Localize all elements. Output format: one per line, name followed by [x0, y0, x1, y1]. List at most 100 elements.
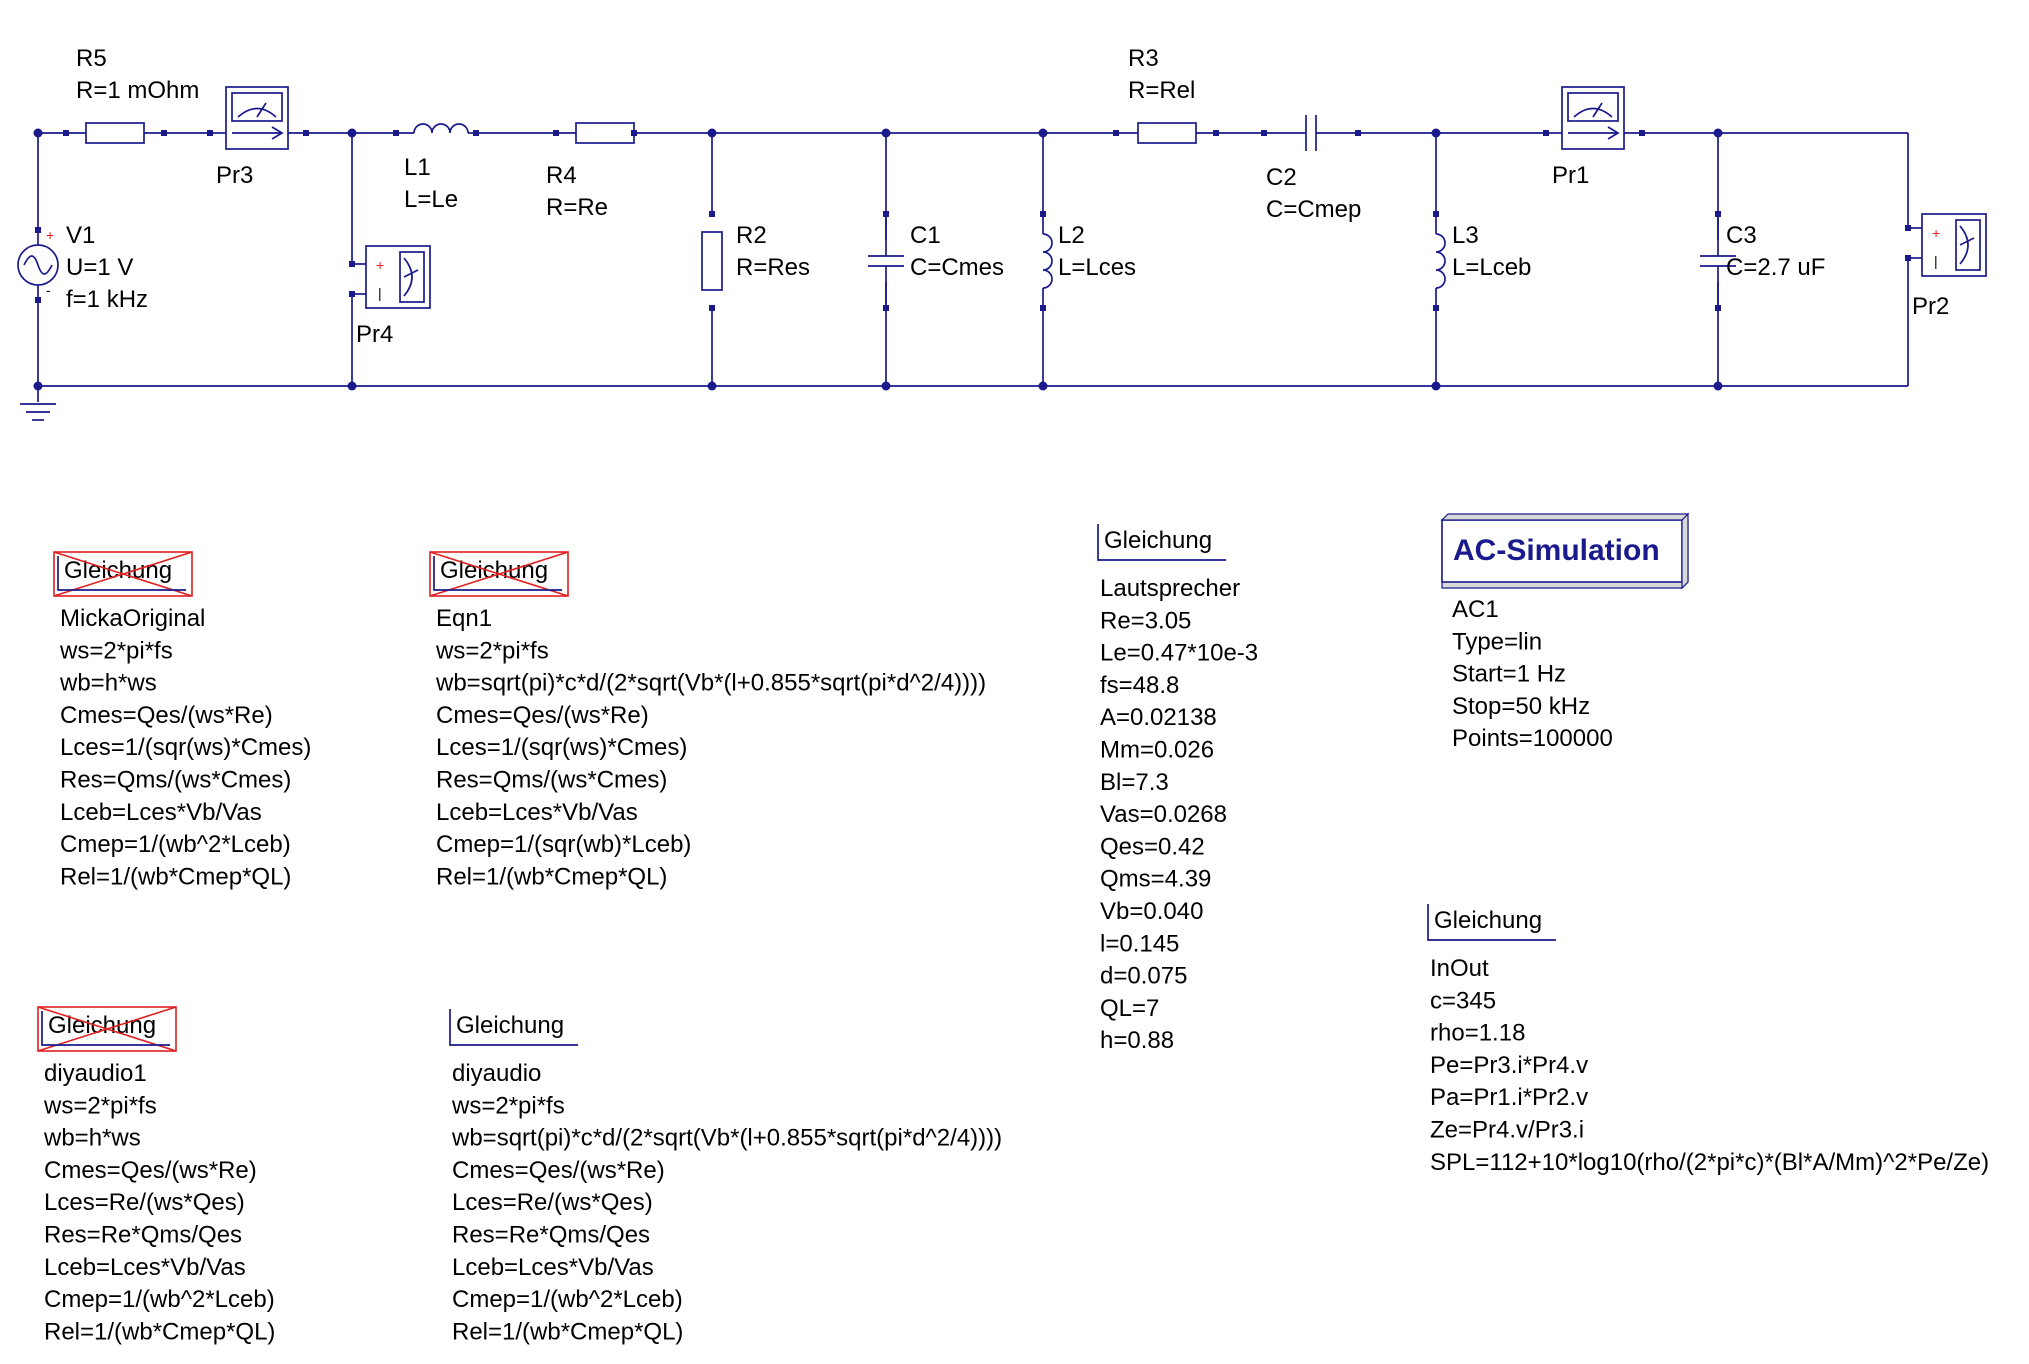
- inductor-l2[interactable]: L2 L=Lces: [1040, 211, 1136, 311]
- capacitor-c1[interactable]: C1 C=Cmes: [868, 211, 1004, 311]
- disabled-cross-box: [53, 551, 193, 597]
- disabled-cross-box: [37, 1006, 177, 1052]
- equation-header-bracket: [57, 556, 186, 591]
- equation-name: Eqn1: [436, 605, 492, 632]
- equation-header: Gleichung: [1434, 907, 1542, 934]
- equation-line: ws=2*pi*fs: [451, 1092, 565, 1119]
- eq-lautsprecher-block[interactable]: GleichungLautsprecherRe=3.05Le=0.47*10e-…: [1097, 524, 1258, 1054]
- inductor-l3[interactable]: L3 L=Lceb: [1433, 211, 1531, 311]
- equation-line: wb=h*ws: [59, 670, 157, 697]
- l2-value: L=Lces: [1058, 254, 1136, 281]
- v1-value: U=1 V: [66, 254, 133, 281]
- equation-line: A=0.02138: [1100, 704, 1217, 731]
- simulation-param: Type=lin: [1452, 628, 1542, 655]
- equation-name: InOut: [1430, 955, 1489, 982]
- r4-name: R4: [546, 162, 577, 189]
- equation-line: Res=Re*Qms/Qes: [44, 1222, 242, 1249]
- c1-value: C=Cmes: [910, 254, 1004, 281]
- equation-line: Cmep=1/(sqr(wb)*Lceb): [436, 831, 691, 858]
- voltage-probe-pr2[interactable]: + | Pr2: [1905, 213, 1987, 320]
- current-probe-pr1[interactable]: Pr1: [1543, 86, 1645, 189]
- equation-line: Re=3.05: [1100, 607, 1191, 634]
- l1-name: L1: [404, 154, 431, 181]
- pr2-plus-sign: +: [1932, 225, 1940, 241]
- equation-line: wb=h*ws: [43, 1125, 141, 1152]
- pr4-minus-sign: |: [378, 285, 382, 301]
- voltage-probe-pr4[interactable]: + | Pr4: [349, 245, 431, 348]
- disabled-cross-line: [53, 551, 193, 597]
- eq-diyaudio-block[interactable]: Gleichungdiyaudiows=2*pi*fswb=sqrt(pi)*c…: [449, 1009, 1002, 1345]
- equation-line: SPL=112+10*log10(rho/(2*pi*c)*(Bl*A/Mm)^…: [1430, 1149, 1989, 1176]
- equation-line: Rel=1/(wb*Cmep*QL): [60, 863, 291, 890]
- current-probe-pr3[interactable]: Pr3: [207, 86, 309, 189]
- v1-frequency: f=1 kHz: [66, 286, 148, 313]
- disabled-cross-line: [37, 1006, 177, 1052]
- resistor-r5[interactable]: R5 R=1 mOhm: [63, 45, 199, 144]
- equation-line: Lceb=Lces*Vb/Vas: [44, 1254, 246, 1281]
- pr4-name: Pr4: [356, 321, 393, 348]
- equations-layer: GleichungMickaOriginalws=2*pi*fswb=h*wsC…: [37, 524, 1989, 1345]
- pr3-name: Pr3: [216, 162, 253, 189]
- equation-line: Bl=7.3: [1100, 769, 1169, 796]
- equation-header-bracket: [1427, 904, 1556, 941]
- l2-name: L2: [1058, 222, 1085, 249]
- equation-header: Gleichung: [1104, 527, 1212, 554]
- equation-line: ws=2*pi*fs: [43, 1092, 157, 1119]
- equation-line: Rel=1/(wb*Cmep*QL): [452, 1318, 683, 1345]
- equation-line: Cmes=Qes/(ws*Re): [60, 702, 273, 729]
- l1-value: L=Le: [404, 186, 458, 213]
- equation-name: diyaudio1: [44, 1060, 147, 1087]
- equation-line: ws=2*pi*fs: [59, 637, 173, 664]
- equation-line: wb=sqrt(pi)*c*d/(2*sqrt(Vb*(l+0.855*sqrt…: [451, 1125, 1002, 1152]
- equation-line: Ze=Pr4.v/Pr3.i: [1430, 1117, 1584, 1144]
- equation-line: Rel=1/(wb*Cmep*QL): [44, 1318, 275, 1345]
- equation-line: Cmep=1/(wb^2*Lceb): [60, 831, 291, 858]
- simulation-param: Stop=50 kHz: [1452, 693, 1590, 720]
- eq-mickaoriginal-block[interactable]: GleichungMickaOriginalws=2*pi*fswb=h*wsC…: [53, 551, 311, 890]
- equation-name: MickaOriginal: [60, 605, 205, 632]
- eq-diyaudio1-block[interactable]: Gleichungdiyaudio1ws=2*pi*fswb=h*wsCmes=…: [37, 1006, 275, 1345]
- equation-header-bracket: [1097, 524, 1226, 561]
- r5-value: R=1 mOhm: [76, 77, 199, 104]
- eq-eqn1-block[interactable]: GleichungEqn1ws=2*pi*fswb=sqrt(pi)*c*d/(…: [429, 551, 986, 890]
- pr2-name: Pr2: [1912, 293, 1949, 320]
- v1-name: V1: [66, 222, 95, 249]
- equation-line: Lces=1/(sqr(ws)*Cmes): [60, 734, 311, 761]
- equation-header-bracket: [449, 1009, 578, 1046]
- eq-inout-block[interactable]: GleichungInOutc=345rho=1.18Pe=Pr3.i*Pr4.…: [1427, 904, 1989, 1176]
- resistor-r4[interactable]: R4 R=Re: [546, 122, 637, 221]
- ac-simulation-title: AC-Simulation: [1453, 534, 1660, 567]
- capacitor-c2[interactable]: C2 C=Cmep: [1261, 115, 1361, 223]
- equation-line: Res=Qms/(ws*Cmes): [436, 767, 667, 794]
- equation-line: ws=2*pi*fs: [435, 637, 549, 664]
- pr2-minus-sign: |: [1934, 253, 1938, 269]
- resistor-r2[interactable]: R2 R=Res: [701, 211, 810, 311]
- l3-name: L3: [1452, 222, 1479, 249]
- ground-symbol: [20, 403, 56, 421]
- resistor-r3[interactable]: R3 R=Rel: [1113, 45, 1219, 144]
- c1-name: C1: [910, 222, 941, 249]
- equation-line: Res=Qms/(ws*Cmes): [60, 767, 291, 794]
- equation-line: Cmes=Qes/(ws*Re): [44, 1157, 257, 1184]
- disabled-cross-box: [429, 551, 569, 597]
- r3-value: R=Rel: [1128, 77, 1195, 104]
- equation-line: Lces=Re/(ws*Qes): [44, 1189, 245, 1216]
- equation-header-bracket: [41, 1011, 170, 1046]
- v1-minus-sign: -: [46, 282, 51, 298]
- c2-name: C2: [1266, 164, 1297, 191]
- equation-line: Vas=0.0268: [1100, 801, 1227, 828]
- equation-line: Rel=1/(wb*Cmep*QL): [436, 863, 667, 890]
- equation-line: Mm=0.026: [1100, 737, 1214, 764]
- equation-line: fs=48.8: [1100, 672, 1179, 699]
- equation-line: rho=1.18: [1430, 1020, 1525, 1047]
- voltage-source-v1[interactable]: + - V1 U=1 V f=1 kHz: [17, 222, 148, 313]
- c3-name: C3: [1726, 222, 1757, 249]
- pr4-plus-sign: +: [376, 257, 384, 273]
- capacitor-c3[interactable]: C3 C=2.7 uF: [1700, 211, 1825, 311]
- r4-value: R=Re: [546, 194, 608, 221]
- equation-line: Cmep=1/(wb^2*Lceb): [44, 1286, 275, 1313]
- inductor-l1[interactable]: L1 L=Le: [393, 123, 479, 213]
- equation-line: Cmep=1/(wb^2*Lceb): [452, 1286, 683, 1313]
